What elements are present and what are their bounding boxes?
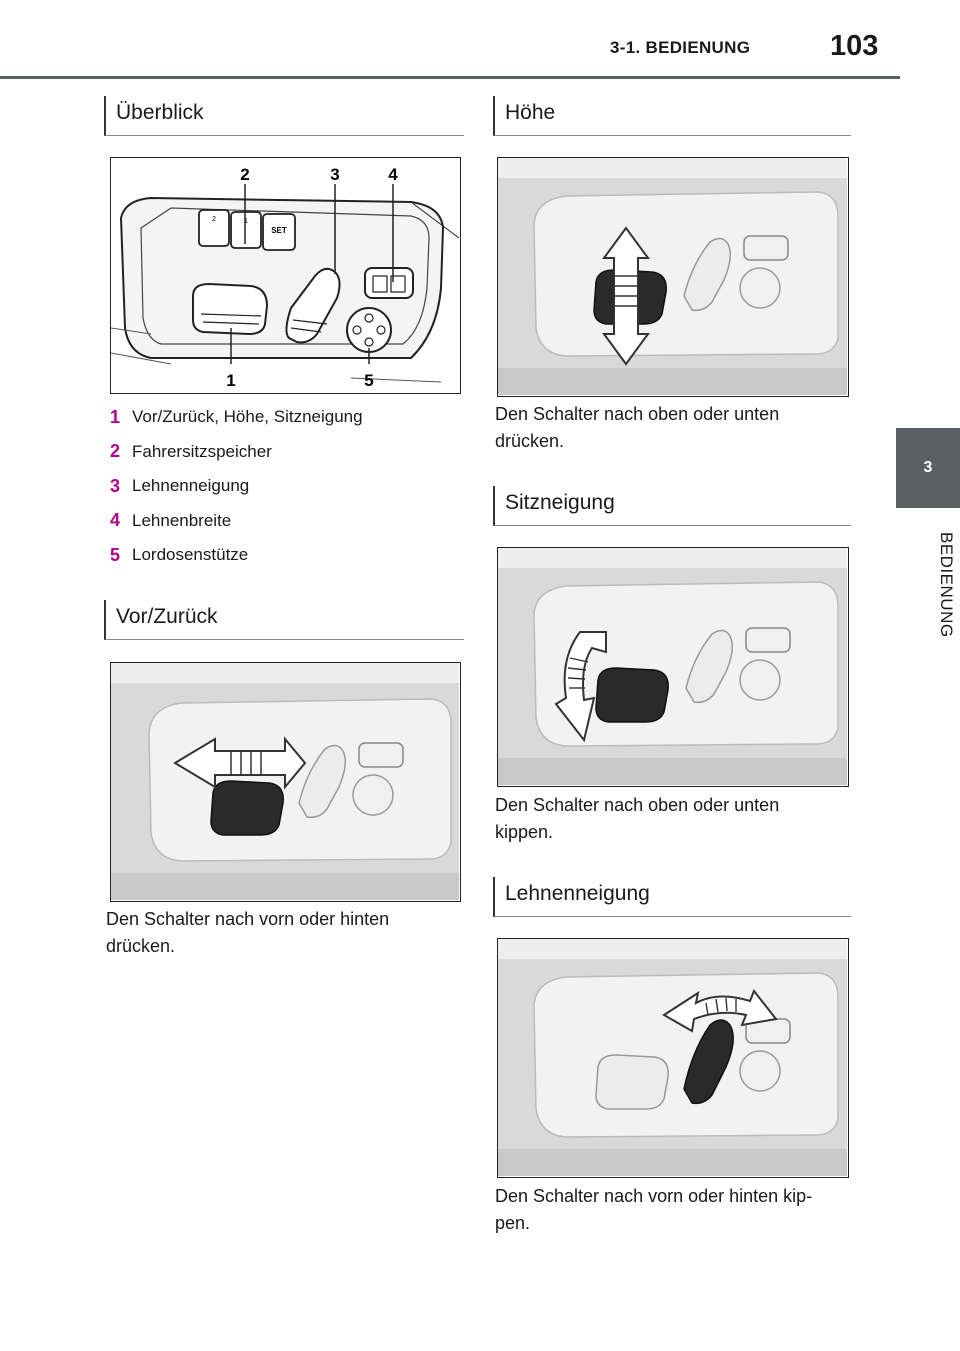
sitzneigung-illustration: [498, 548, 847, 785]
legend-item: 1 Vor/Zurück, Höhe, Sitzneigung: [110, 400, 460, 435]
overview-illustration: 2 1 SET 2 3 4 1 5: [111, 165, 459, 390]
callout-1: 1: [226, 371, 235, 390]
legend-number: 4: [110, 510, 121, 531]
legend-text: Lordosenstütze: [132, 545, 249, 565]
vor-zurueck-figure: [110, 662, 461, 902]
chapter-tab[interactable]: 3: [896, 428, 960, 508]
chapter-tab-label: BEDIENUNG: [937, 532, 956, 638]
section-title-hoehe: Höhe: [493, 96, 851, 136]
description-line: pen.: [495, 1213, 531, 1233]
description-line: Den Schalter nach oben oder unten: [495, 795, 780, 815]
memory-button-label: 1: [244, 218, 248, 225]
overview-legend: 1 Vor/Zurück, Höhe, Sitzneigung 2 Fahrer…: [110, 400, 460, 573]
set-button-label: SET: [271, 226, 287, 235]
lehnenneigung-figure: [497, 938, 849, 1178]
legend-text: Lehnenneigung: [132, 476, 250, 496]
legend-text: Fahrersitzspeicher: [132, 441, 272, 461]
sitzneigung-figure: [497, 547, 849, 787]
section-title-vor-zurueck: Vor/Zurück: [104, 600, 464, 640]
legend-item: 4 Lehnenbreite: [110, 504, 460, 539]
sitzneigung-description: Den Schalter nach oben oder unten kippen…: [495, 792, 845, 846]
legend-item: 2 Fahrersitzspeicher: [110, 435, 460, 470]
legend-item: 5 Lordosenstütze: [110, 538, 460, 573]
lehnenneigung-description: Den Schalter nach vorn oder hinten kip- …: [495, 1183, 845, 1237]
description-line: kippen.: [495, 822, 554, 842]
callout-5: 5: [364, 371, 373, 390]
header-rule: [0, 76, 900, 79]
callout-4: 4: [388, 165, 398, 184]
description-line: Den Schalter nach oben oder unten: [495, 404, 780, 424]
description-line: Den Schalter nach vorn oder hinten: [106, 909, 390, 929]
callout-2: 2: [240, 165, 249, 184]
section-title-ueberblick: Überblick: [104, 96, 464, 136]
page-number: 103: [830, 30, 879, 62]
legend-number: 3: [110, 475, 121, 496]
vor-zurueck-description: Den Schalter nach vorn oder hinten drück…: [106, 906, 456, 960]
memory-button-label: 2: [212, 216, 216, 223]
lehnenneigung-illustration: [498, 939, 847, 1176]
legend-number: 2: [110, 441, 121, 462]
legend-number: 1: [110, 406, 121, 427]
description-line: drücken.: [495, 431, 565, 451]
hoehe-description: Den Schalter nach oben oder unten drücke…: [495, 401, 845, 455]
chapter-title: 3-1. BEDIENUNG: [610, 38, 751, 57]
page-header: 3-1. BEDIENUNG 103: [0, 0, 960, 80]
vor-zurueck-illustration: [111, 663, 459, 900]
legend-item: 3 Lehnenneigung: [110, 469, 460, 504]
legend-text: Vor/Zurück, Höhe, Sitzneigung: [132, 407, 363, 427]
section-title-sitzneigung: Sitzneigung: [493, 486, 851, 526]
hoehe-figure: [497, 157, 849, 397]
callout-3: 3: [330, 165, 339, 184]
overview-figure: 2 1 SET 2 3 4 1 5: [110, 157, 461, 394]
legend-text: Lehnenbreite: [132, 510, 232, 530]
hoehe-illustration: [498, 158, 847, 395]
section-title-lehnenneigung: Lehnenneigung: [493, 877, 851, 917]
description-line: Den Schalter nach vorn oder hinten kip-: [495, 1186, 813, 1206]
description-line: drücken.: [106, 936, 176, 956]
legend-number: 5: [110, 544, 121, 565]
